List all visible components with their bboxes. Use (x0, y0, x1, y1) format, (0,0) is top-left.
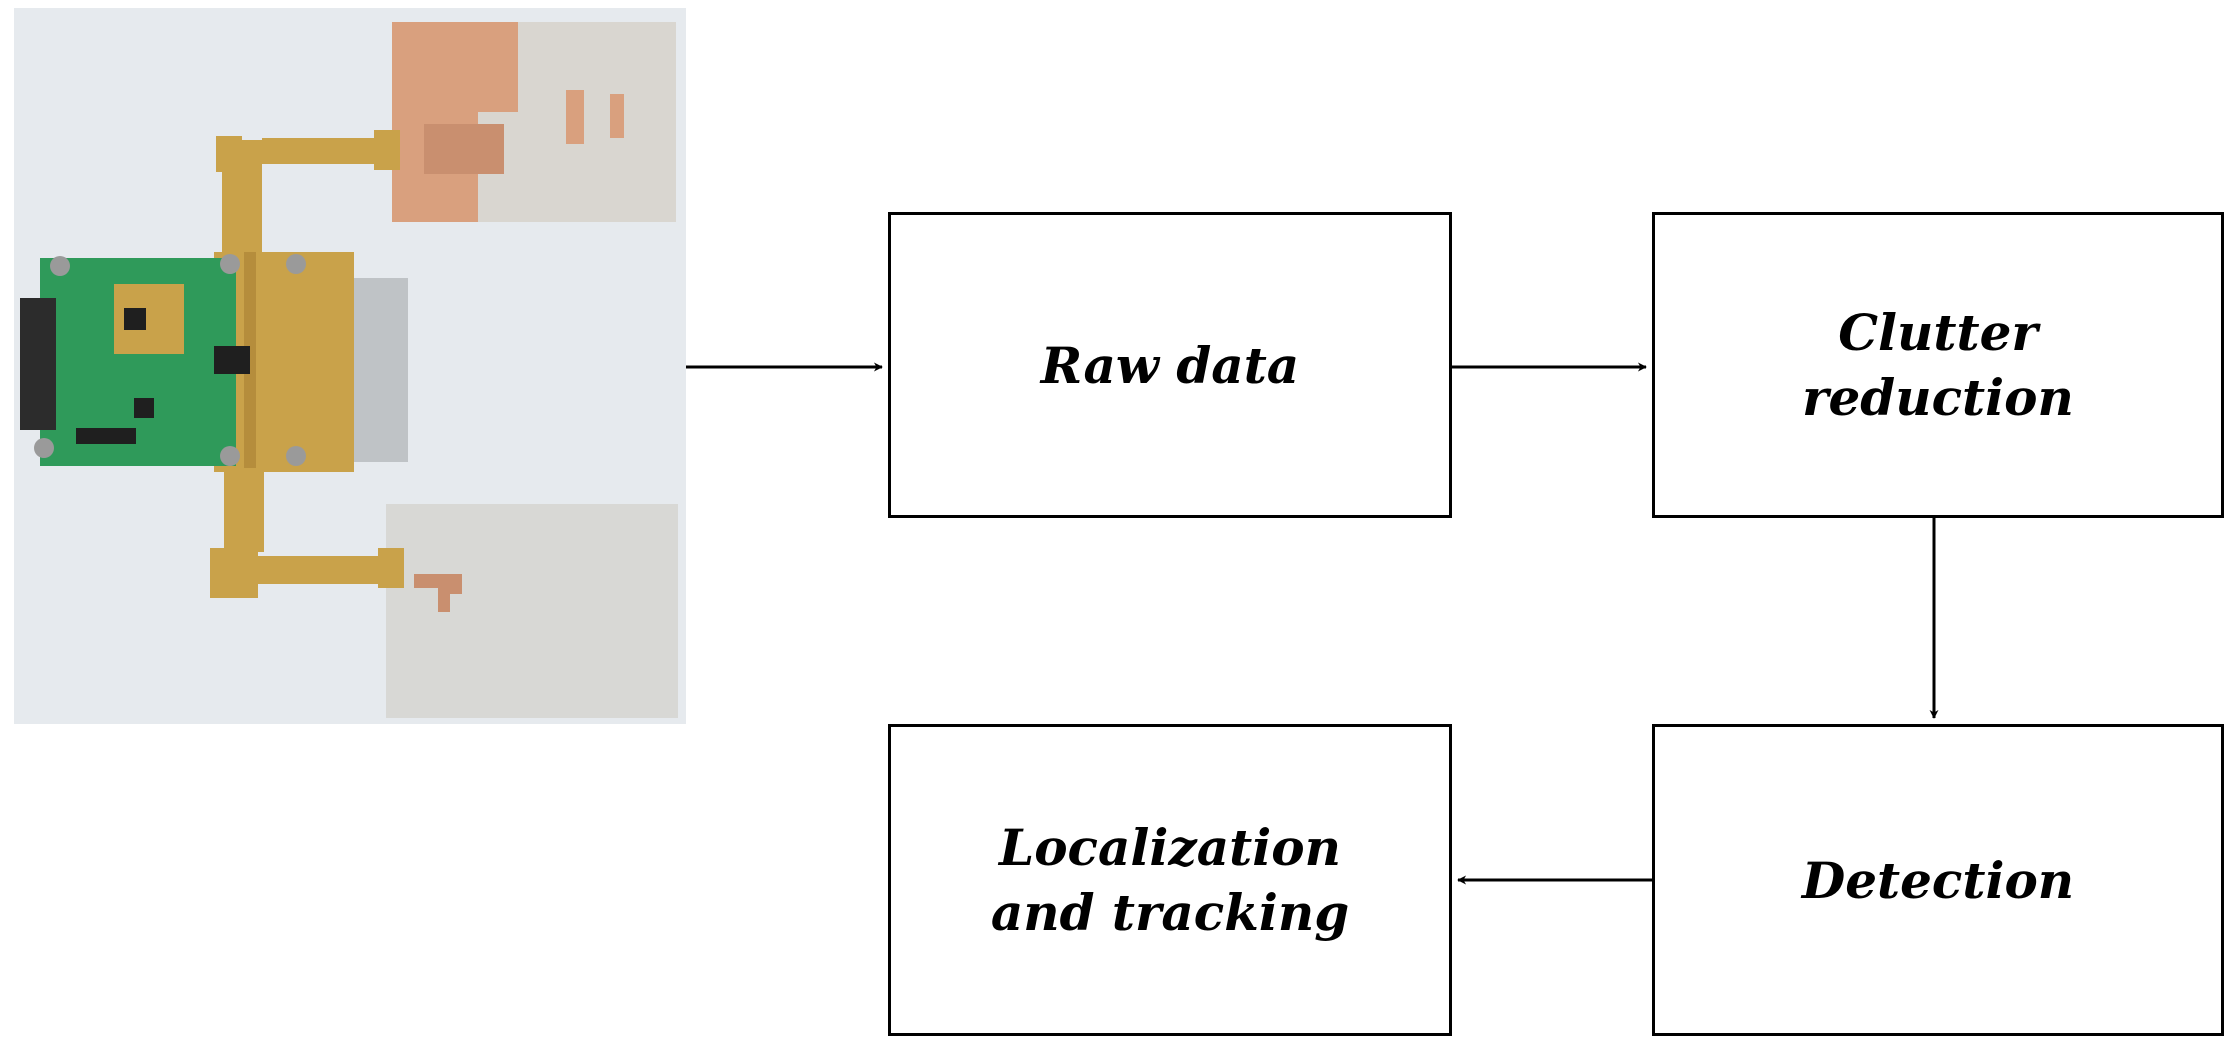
localization-tracking-box: Localization and tracking (888, 724, 1452, 1036)
metal-housing (352, 278, 408, 462)
top-sma-connector (216, 130, 400, 252)
localization-tracking-label: Localization and tracking (990, 818, 1350, 942)
raw-data-label: Raw data (1040, 335, 1300, 395)
radar-hardware-photo (14, 8, 686, 724)
pcb-board (20, 258, 250, 466)
clutter-reduction-label: Clutter reduction (1802, 303, 2074, 427)
detection-label: Detection (1801, 850, 2075, 910)
top-antenna (392, 22, 676, 222)
bottom-sma-connector (210, 468, 404, 598)
clutter-reduction-box: Clutter reduction (1652, 212, 2224, 518)
bottom-antenna (386, 504, 678, 718)
detection-box: Detection (1652, 724, 2224, 1036)
raw-data-box: Raw data (888, 212, 1452, 518)
